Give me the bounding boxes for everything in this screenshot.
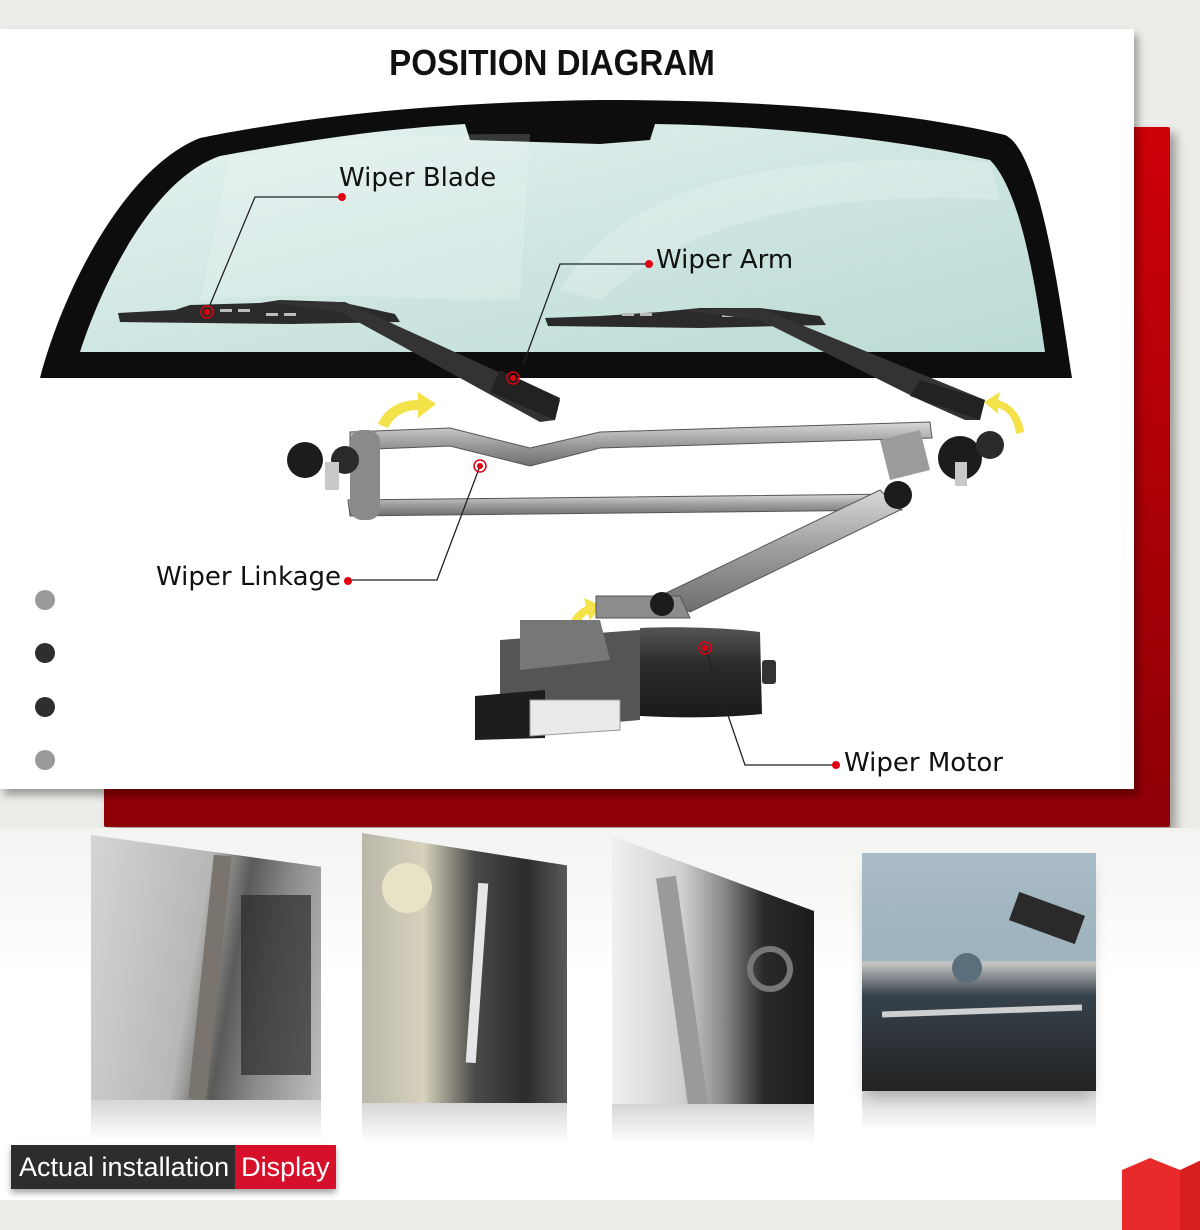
badge-label-primary: Actual installation xyxy=(11,1145,236,1189)
photo-reflection xyxy=(91,1100,321,1140)
page-title: POSITION DIAGRAM xyxy=(389,42,715,83)
wiper-linkage xyxy=(287,421,1004,619)
photo-reflection xyxy=(612,1104,814,1144)
callout-target-markers xyxy=(200,305,712,655)
installation-display-badge: Actual installation Display xyxy=(11,1145,336,1189)
callout-dot xyxy=(645,260,653,268)
installation-photo-4 xyxy=(862,853,1096,1091)
label-wiper-arm: Wiper Arm xyxy=(656,245,794,275)
windshield xyxy=(40,100,1072,378)
callout-dot xyxy=(832,761,840,769)
wiper-arm-left xyxy=(270,302,560,422)
label-wiper-motor: Wiper Motor xyxy=(844,748,1003,778)
label-wiper-linkage: Wiper Linkage xyxy=(156,562,342,592)
corner-decoration xyxy=(1122,1158,1200,1230)
photo-reflection xyxy=(862,1091,1096,1131)
pager-dot-2[interactable] xyxy=(35,643,55,663)
wiper-system-illustration xyxy=(40,100,1072,766)
installation-photo-2 xyxy=(362,833,567,1103)
wiper-arm-right xyxy=(680,308,985,420)
wiper-motor xyxy=(475,620,776,740)
pager-dot-1[interactable] xyxy=(35,590,55,610)
callout-dot xyxy=(338,193,346,201)
pager-dot-4[interactable] xyxy=(35,750,55,770)
installation-photo-1 xyxy=(91,835,321,1100)
pager-dot-3[interactable] xyxy=(35,697,55,717)
photo-reflection xyxy=(362,1103,567,1143)
callout-leader-lines xyxy=(206,196,835,766)
label-wiper-blade: Wiper Blade xyxy=(339,163,497,193)
badge-label-accent: Display xyxy=(235,1145,336,1189)
callout-dot xyxy=(344,577,352,585)
